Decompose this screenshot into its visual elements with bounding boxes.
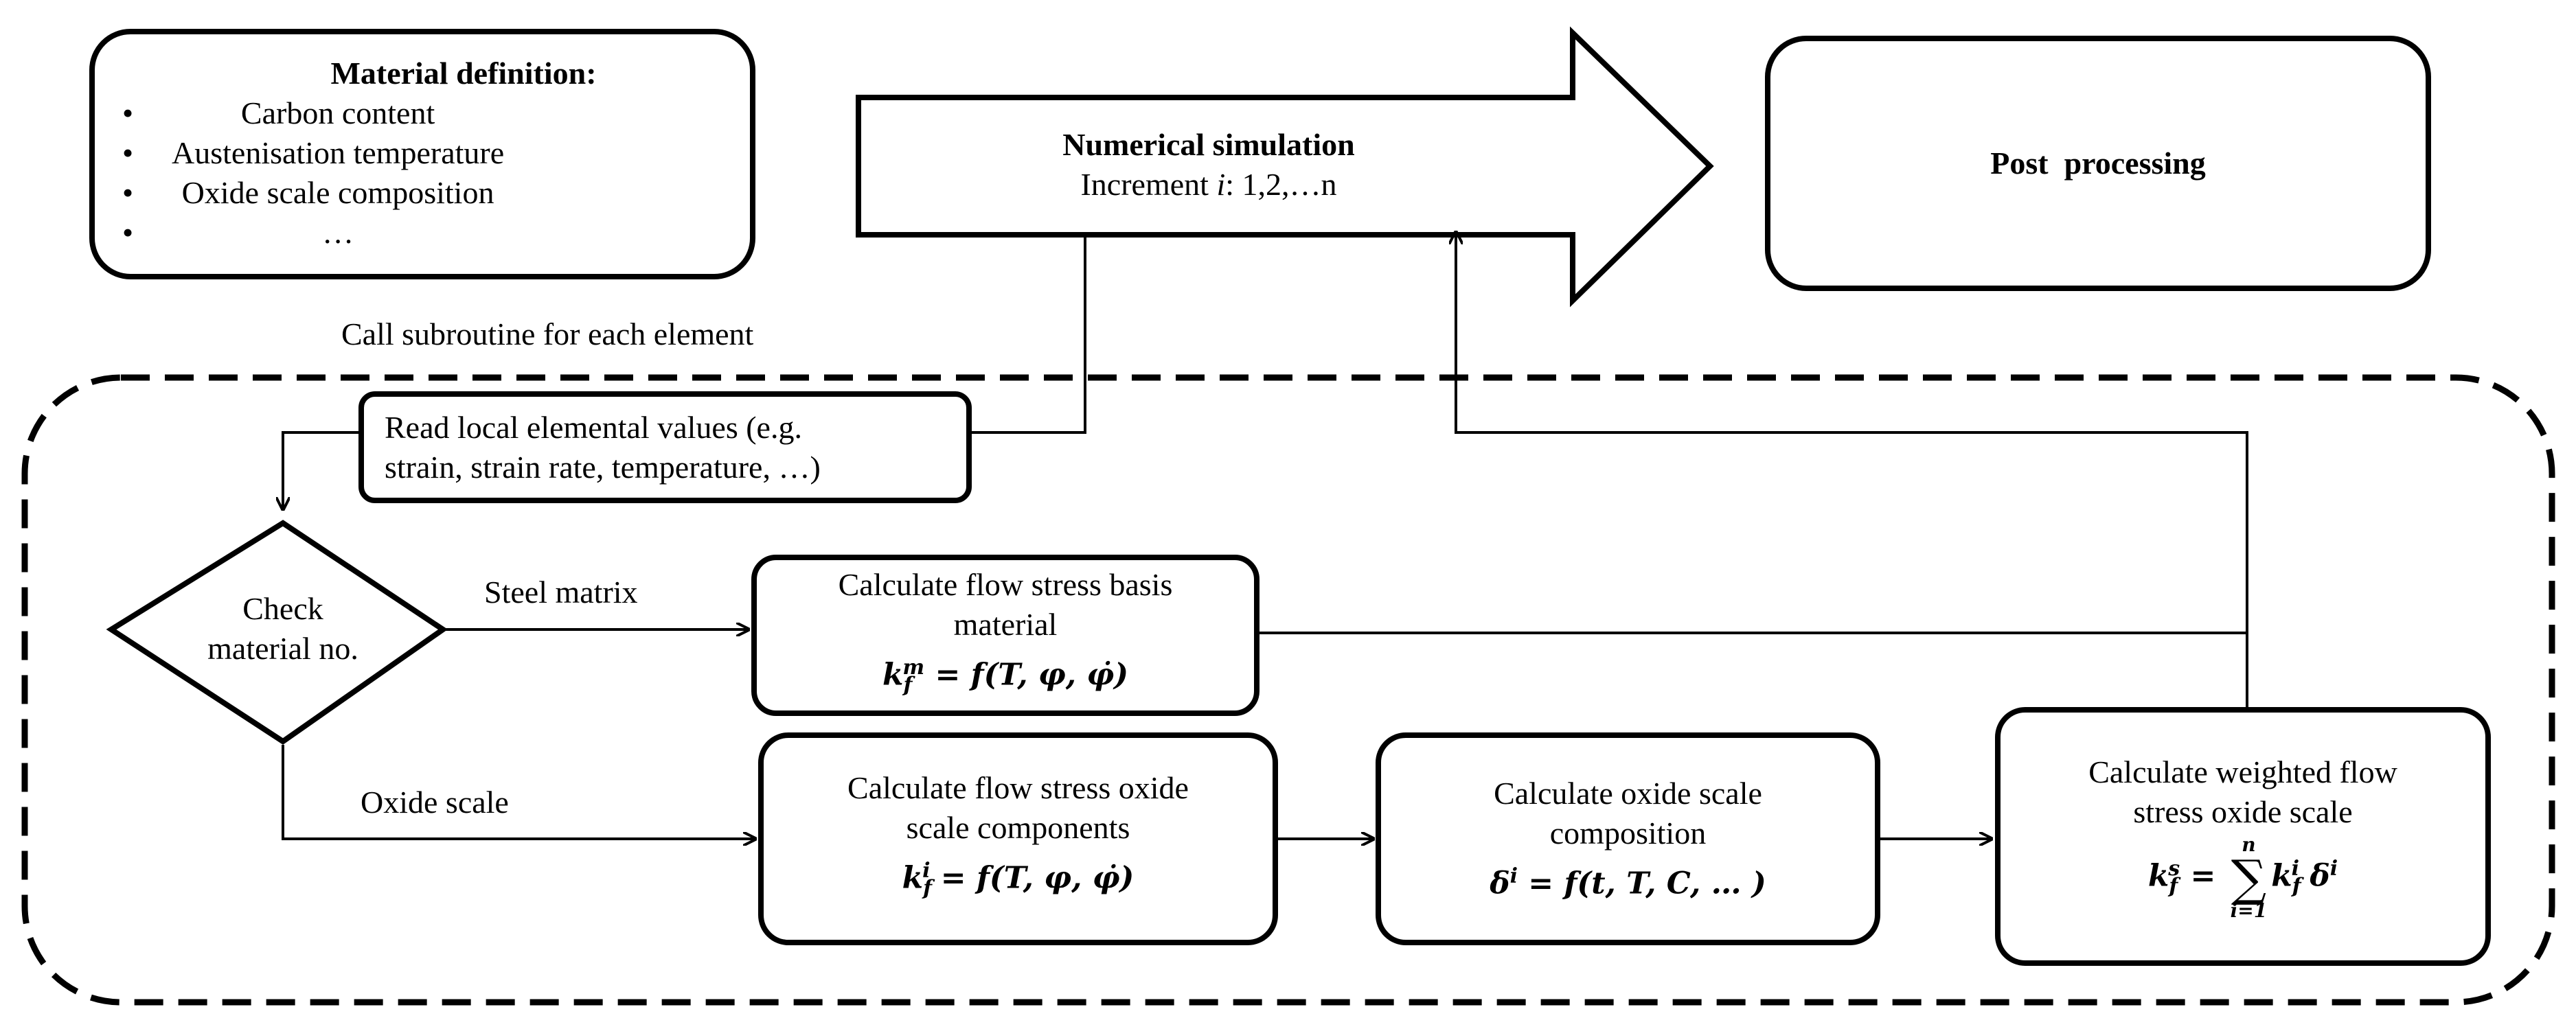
basis-material-line1: Calculate flow stress basis	[838, 566, 1173, 602]
steel-matrix-label: Steel matrix	[484, 575, 638, 610]
numerical-simulation-title: Numerical simulation	[1062, 127, 1355, 162]
oxide-components-line1: Calculate flow stress oxide	[847, 770, 1189, 806]
connector-simulation-to-read	[951, 236, 1086, 434]
weighted-flow-formula: kfs = n ∑ i=1 kfi δi	[2147, 833, 2338, 922]
check-material-label: Check material no.	[207, 591, 358, 666]
oxide-components-formula: kfi = f(T, φ, φ̇)	[902, 859, 1135, 901]
post-processing-box: Post processing	[1765, 36, 2431, 291]
read-values-line2: strain, strain rate, temperature, …)	[385, 449, 821, 485]
read-values-line1: Read local elemental values (e.g.	[385, 409, 802, 445]
material-definition-box: Material definition: Carbon content Aust…	[89, 29, 755, 279]
numerical-simulation-label: Numerical simulation Increment i: 1,2,…n	[975, 125, 1442, 205]
connector-return-to-simulation	[1456, 232, 2248, 707]
material-item-more: …	[95, 213, 504, 253]
read-values-box: Read local elemental values (e.g. strain…	[358, 391, 972, 503]
check-material-diamond	[106, 520, 448, 745]
oxide-components-line2: scale components	[906, 810, 1130, 846]
oxide-composition-line2: composition	[1549, 815, 1707, 851]
call-subroutine-label: Call subroutine for each element	[341, 316, 754, 351]
oxide-composition-formula: δi = f(t, T, C, … )	[1490, 864, 1766, 901]
connector-oxide-scale	[282, 745, 755, 839]
subroutine-boundary	[21, 374, 2555, 1006]
numerical-simulation-increment: Increment i: 1,2,…n	[1080, 167, 1337, 202]
weighted-flow-line2: stress oxide scale	[2133, 794, 2353, 829]
simulation-arrow-shape	[856, 26, 1714, 308]
basis-material-line2: material	[953, 606, 1058, 642]
oxide-composition-line1: Calculate oxide scale	[1494, 775, 1762, 811]
material-item-austenisation: Austenisation temperature	[95, 133, 504, 173]
oxide-components-box: Calculate flow stress oxide scale compon…	[758, 732, 1278, 945]
material-definition-list: Carbon content Austenisation temperature…	[95, 93, 504, 253]
weighted-flow-line1: Calculate weighted flow	[2088, 754, 2397, 789]
material-definition-title: Material definition:	[330, 56, 597, 91]
oxide-scale-label: Oxide scale	[361, 785, 509, 820]
summation-operator: n ∑ i=1	[2230, 833, 2268, 922]
weighted-flow-box: Calculate weighted flow stress oxide sca…	[1995, 707, 2491, 966]
oxide-composition-box: Calculate oxide scale composition δi = f…	[1376, 732, 1880, 945]
material-item-oxide: Oxide scale composition	[95, 173, 504, 213]
basis-material-box: Calculate flow stress basis material kfm…	[751, 555, 1259, 716]
material-item-carbon: Carbon content	[95, 93, 504, 133]
connector-read-to-check	[283, 431, 361, 509]
basis-material-formula: kfm = f(T, φ, φ̇)	[882, 655, 1129, 697]
post-processing-label: Post processing	[1990, 146, 2206, 181]
